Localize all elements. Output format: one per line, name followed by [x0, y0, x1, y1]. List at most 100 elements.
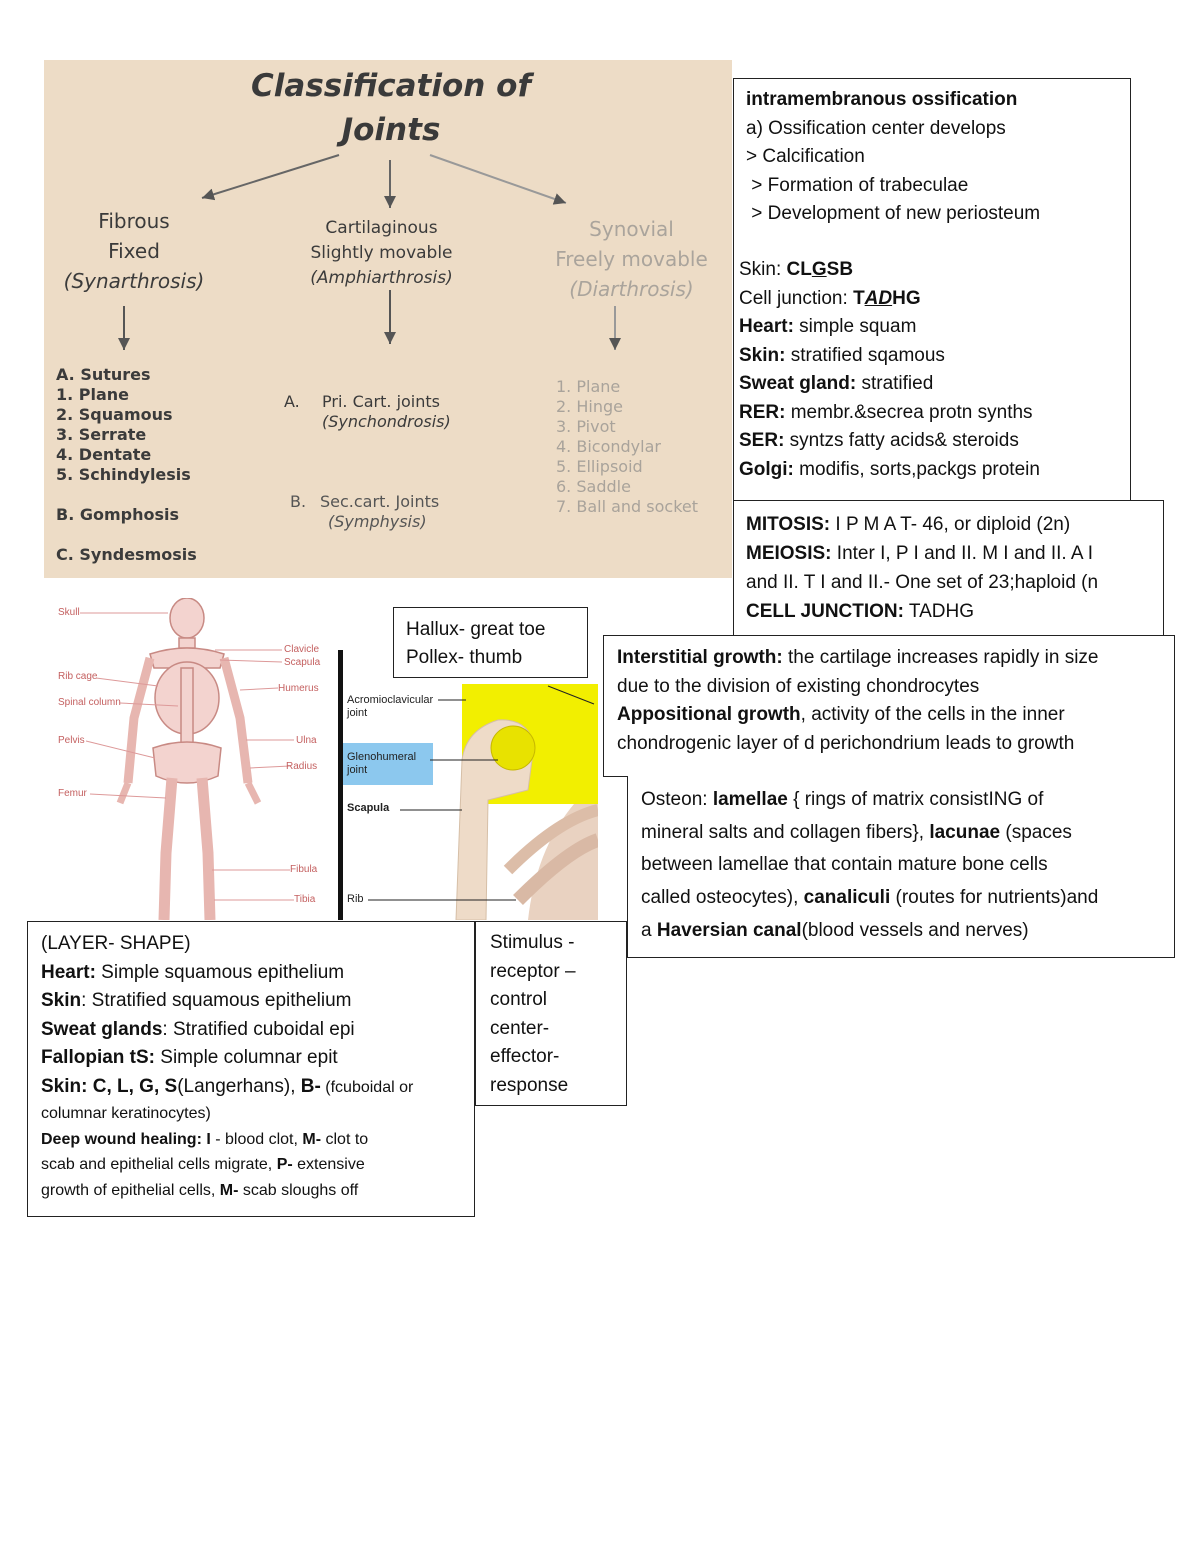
ser-note: SER: syntzs fatty acids& steroids — [739, 430, 1019, 451]
shoulder-label-joint: joint — [347, 764, 368, 776]
list-item: 7. Ball and socket — [556, 497, 699, 516]
shoulder-joint-illustration: Acromioclavicular joint Glenohumeral joi… — [338, 650, 601, 921]
stimulus-line: response — [490, 1074, 569, 1096]
skeleton-label-clavicle: Clavicle — [284, 644, 320, 655]
cartilaginous-mobility: Slightly movable — [310, 243, 453, 263]
skeleton-label-pelvis: Pelvis — [58, 735, 85, 746]
skeleton-label-ulna: Ulna — [296, 735, 317, 746]
skin-mnemonic: Skin: CLGSB — [739, 259, 854, 280]
wound-healing-note: Deep wound healing: I - blood clot, M- c… — [41, 1130, 369, 1148]
list-item: 1. Plane — [56, 385, 130, 404]
skin-layers-note: Skin: C, L, G, S(Langerhans), B- (fcuboi… — [41, 1075, 414, 1097]
cartilage-growth-box: Interstitial growth: the cartilage incre… — [603, 635, 1175, 777]
skeleton-label-radius: Radius — [286, 761, 318, 772]
skeleton-label-spinal-column: Spinal column — [58, 697, 121, 708]
pollex-note: Pollex- thumb — [406, 646, 523, 668]
fibrous-list: A. Sutures 1. Plane 2. Squamous 3. Serra… — [56, 365, 197, 565]
appositional-growth-cont: chondrogenic layer of d perichondrium le… — [617, 732, 1075, 754]
skin-note: Skin: stratified sqamous — [739, 344, 945, 366]
skeleton-label-fibula: Fibula — [290, 864, 318, 875]
fibrous-category: Fibrous Fixed (Synarthrosis) — [54, 206, 214, 296]
skeleton-label-scapula: Scapula — [284, 657, 321, 668]
ossification-line: > Development of new periosteum — [746, 203, 1041, 224]
list-item: 5. Ellipsoid — [556, 457, 643, 476]
list-item: 3. Serrate — [56, 425, 147, 444]
osteon-box: Osteon: lamellae { rings of matrix consi… — [627, 776, 1175, 958]
list-item: B. — [290, 492, 307, 511]
sweat-glands-note: Sweat glands: Stratified cuboidal epi — [41, 1018, 355, 1040]
list-item: 4. Bicondylar — [556, 437, 661, 456]
sweat-gland-note: Sweat gland: stratified — [739, 373, 934, 394]
shoulder-label-joint: joint — [347, 707, 368, 719]
synovial-list: 1. Plane 2. Hinge 3. Pivot 4. Bicondylar… — [556, 377, 698, 517]
fibrous-term: (Synarthrosis) — [63, 269, 205, 293]
fibrous-mobility: Fixed — [108, 239, 160, 263]
synovial-mobility: Freely movable — [555, 247, 708, 271]
stimulus-line: control — [490, 989, 548, 1010]
shoulder-label-scapula: Scapula — [347, 802, 390, 814]
skeleton-label-tibia: Tibia — [294, 894, 316, 905]
osteon-line: Osteon: lamellae { rings of matrix consi… — [641, 789, 1044, 810]
stimulus-line: center- — [490, 1017, 550, 1039]
meiosis-note-cont: and II. T I and II.- One set of 23;haplo… — [746, 571, 1099, 593]
ossification-line: a) Ossification center develops — [746, 117, 1006, 139]
list-item: 5. Schindylesis — [56, 465, 191, 484]
list-item: B. Gomphosis — [56, 505, 180, 524]
heart-epithelium-note: Heart: Simple squamous epithelium — [41, 961, 345, 983]
hallux-note: Hallux- great toe — [406, 619, 546, 640]
stimulus-line: receptor – — [490, 960, 576, 982]
osteon-line: a Haversian canal(blood vessels and nerv… — [641, 919, 1029, 941]
cartilaginous-name: Cartilaginous — [325, 218, 438, 238]
list-item: C. Syndesmosis — [56, 545, 197, 564]
skeleton-label-skull: Skull — [58, 607, 80, 618]
stimulus-response-box: Stimulus - receptor – control center- ef… — [475, 921, 627, 1106]
skeleton-label-femur: Femur — [58, 788, 87, 799]
list-item: (Symphysis) — [328, 512, 427, 531]
list-item: 2. Hinge — [556, 397, 623, 416]
synovial-name: Synovial — [589, 217, 674, 241]
wound-healing-cont: growth of epithelial cells, M- scab slou… — [41, 1181, 359, 1199]
golgi-note: Golgi: modifis, sorts,packgs protein — [739, 458, 1040, 480]
list-item: 6. Saddle — [556, 477, 631, 496]
wound-healing-cont: scab and epithelial cells migrate, P- ex… — [41, 1156, 365, 1174]
list-item: 3. Pivot — [556, 417, 616, 436]
shoulder-label-acromioclavicular: Acromioclavicular — [347, 694, 434, 706]
interstitial-growth-cont: due to the division of existing chondroc… — [617, 675, 980, 697]
fallopian-note: Fallopian tS: Simple columnar epit — [41, 1047, 338, 1068]
skeleton-label-humerus: Humerus — [278, 683, 319, 694]
synovial-category: Synovial Freely movable (Diarthrosis) — [544, 214, 719, 304]
shoulder-label-rib: Rib — [347, 893, 364, 905]
osteon-line: between lamellae that contain mature bon… — [641, 854, 1048, 876]
osteon-line: called osteocytes), canaliculi (routes f… — [641, 887, 1099, 909]
cartilaginous-category: Cartilaginous Slightly movable (Amphiart… — [294, 216, 469, 291]
joints-title-line1: Classification of — [251, 68, 531, 104]
list-item: Sec.cart. Joints — [320, 492, 440, 511]
osteon-line: mineral salts and collagen fibers}, lacu… — [641, 821, 1072, 843]
list-item: 4. Dentate — [56, 445, 152, 464]
heart-note: Heart: simple squam — [739, 316, 917, 337]
list-item: Pri. Cart. joints — [322, 392, 440, 411]
list-item: A. — [284, 392, 300, 411]
skeleton-label-rib-cage: Rib cage — [58, 671, 98, 682]
list-item: 2. Squamous — [56, 405, 173, 424]
mitosis-box: MITOSIS: I P M A T- 46, or diploid (2n) … — [733, 500, 1164, 636]
joints-arrows — [118, 154, 621, 350]
mitosis-note: MITOSIS: I P M A T- 46, or diploid (2n) — [746, 514, 1071, 535]
rer-note: RER: membr.&secrea protn synths — [739, 401, 1033, 423]
cartilaginous-term: (Amphiarthrosis) — [310, 268, 453, 288]
appositional-growth-note: Appositional growth, activity of the cel… — [617, 704, 1065, 725]
skin-layers-cont: columnar keratinocytes) — [41, 1105, 211, 1122]
cell-junction-mnemonic: Cell junction: TADHG — [739, 287, 921, 309]
ossification-line: > Formation of trabeculae — [746, 174, 969, 196]
skin-epithelium-note: Skin: Stratified squamous epithelium — [41, 990, 352, 1011]
interstitial-growth-note: Interstitial growth: the cartilage incre… — [617, 647, 1099, 668]
joints-classification-panel: Classification of Joints Fibrous Fixed (… — [44, 60, 732, 578]
cell-junction-note: CELL JUNCTION: TADHG — [746, 600, 975, 622]
list-item: 1. Plane — [556, 377, 621, 396]
cell-notes-box: Skin: CLGSB Cell junction: TADHG Heart: … — [733, 248, 1131, 501]
list-item: A. Sutures — [56, 365, 151, 384]
fibrous-name: Fibrous — [98, 209, 170, 233]
ossification-heading: intramembranous ossification — [746, 89, 1018, 110]
skeleton-illustration: Skull Clavicle Scapula Rib cage Humerus … — [50, 597, 340, 921]
stimulus-line: Stimulus - — [490, 932, 575, 953]
